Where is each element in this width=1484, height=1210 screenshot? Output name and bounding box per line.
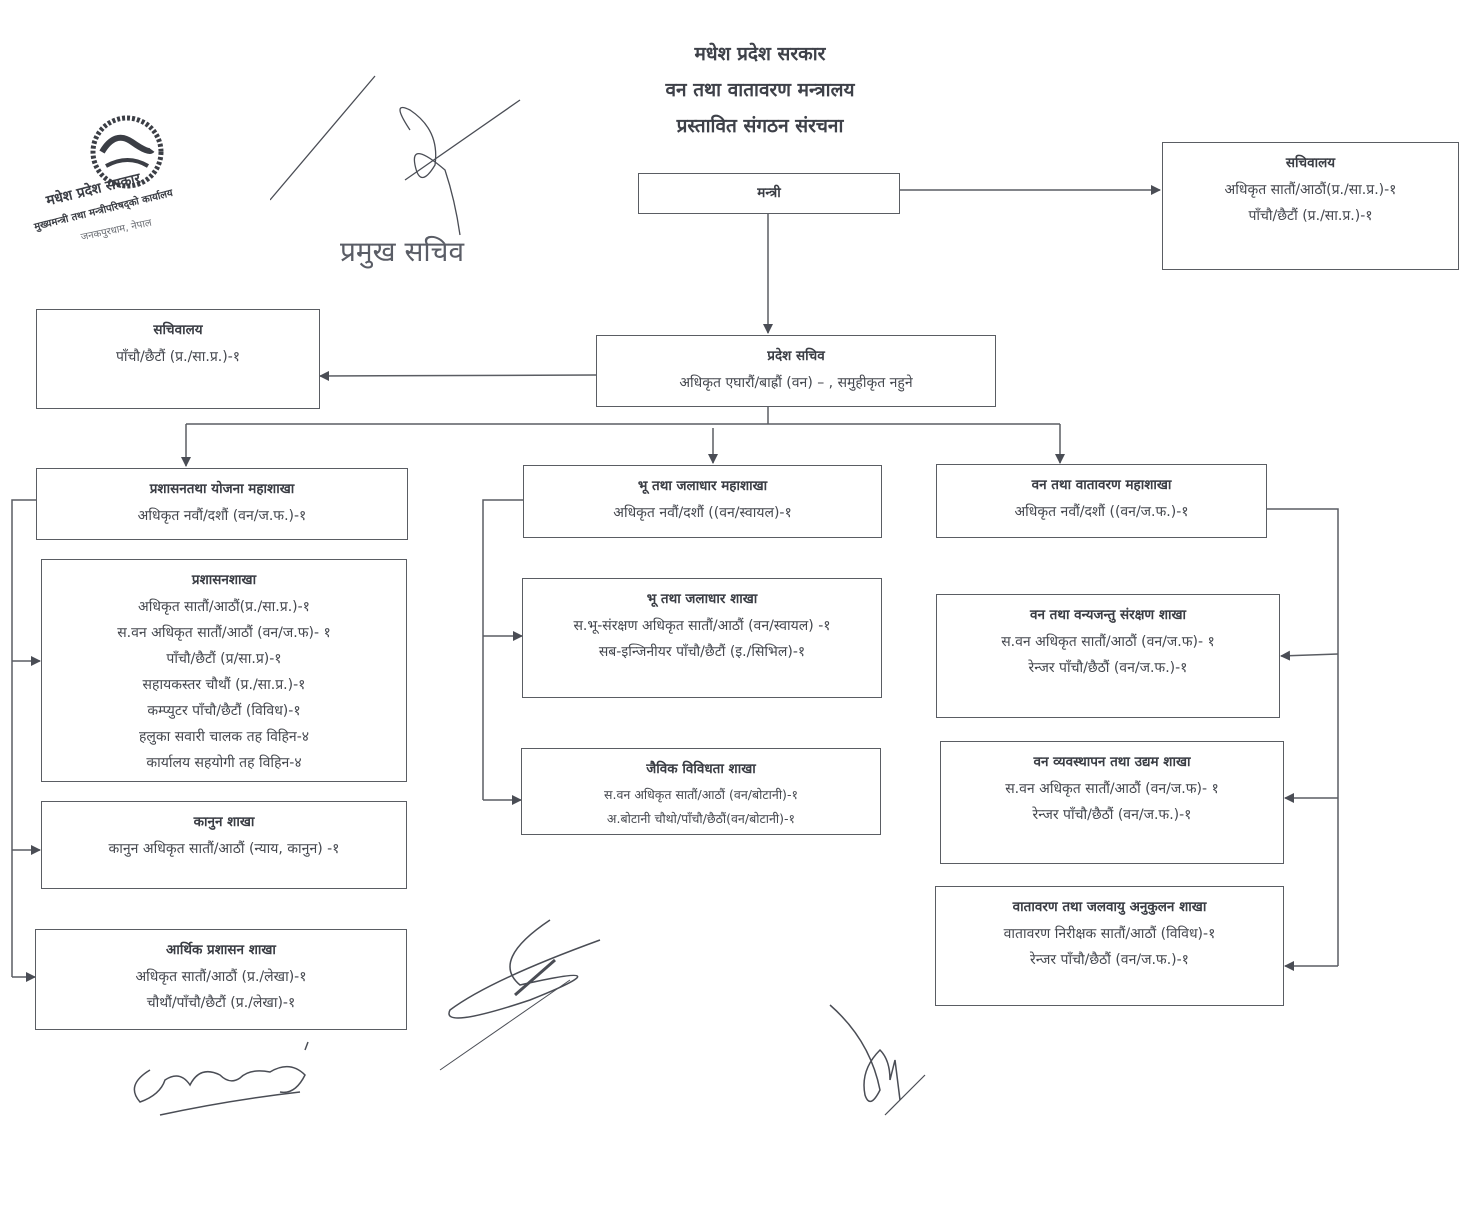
node-bio-section: जैविक विविधता शाखा स.वन अधिकृत सातौं/आठौ…	[521, 748, 881, 835]
node-title: वन व्यवस्थापन तथा उद्यम शाखा	[1033, 754, 1191, 770]
node-secretary: प्रदेश सचिव अधिकृत एघारौं/बाह्रौं (वन) –…	[596, 335, 996, 407]
signature-bottom-left	[133, 1041, 309, 1116]
node-admin-division: प्रशासनतथा योजना महाशाखा अधिकृत नवौं/दशौ…	[36, 468, 408, 540]
node-line: कानुन अधिकृत सातौं/आठौं (न्याय, कानुन) -…	[108, 841, 340, 857]
node-title: सचिवालय	[153, 322, 203, 338]
node-line: रेन्जर पाँचौ/छैठौं (वन/ज.फ.)-१	[1028, 660, 1188, 676]
node-minister: मन्त्री	[638, 173, 900, 214]
node-climate-section: वातावरण तथा जलवायु अनुकुलन शाखा वातावरण …	[935, 886, 1284, 1006]
node-land-division: भू तथा जलाधार महाशाखा अधिकृत नवौं/दशौं (…	[523, 465, 882, 538]
node-line: चौथौं/पाँचौ/छैटौं (प्र./लेखा)-१	[146, 995, 296, 1011]
ministry-name: वन तथा वातावरण मन्त्रालय	[665, 79, 855, 101]
node-land-section: भू तथा जलाधार शाखा स.भू-संरक्षण अधिकृत स…	[522, 578, 882, 698]
node-line: अधिकृत सातौं/आठौं (प्र./लेखा)-१	[135, 969, 307, 985]
signature-chief-secretary	[270, 75, 521, 236]
node-title: वातावरण तथा जलवायु अनुकुलन शाखा	[1012, 899, 1207, 915]
document-title: प्रस्तावित संगठन संरचना	[676, 115, 844, 137]
connector-wildlife-section	[1280, 650, 1339, 661]
node-line: स.वन अधिकृत सातौं/आठौं (वन/बोटानी)-१	[604, 787, 798, 802]
node-line: अधिकृत नवौं/दशौं (वन/ज.फ.)-१	[137, 508, 307, 524]
node-title: प्रशासनतथा योजना महाशाखा	[149, 481, 295, 497]
node-line: कार्यालय सहयोगी तह विहिन-४	[146, 755, 302, 771]
node-line: स.वन अधिकृत सातौं/आठौं (वन/ज.फ)- १	[1001, 634, 1215, 650]
org-name: मधेश प्रदेश सरकार	[694, 43, 826, 65]
node-line: सहायकस्तर चौथौं (प्र./सा.प्र.)-१	[142, 677, 306, 693]
node-line: वातावरण निरीक्षक सातौं/आठौं (विविध)-१	[1003, 926, 1216, 942]
signature-label: प्रमुख सचिव	[340, 235, 465, 268]
node-finance-section: आर्थिक प्रशासन शाखा अधिकृत सातौं/आठौं (प…	[35, 929, 407, 1030]
node-line: स.वन अधिकृत सातौं/आठौं (वन/ज.फ)- १	[117, 625, 331, 641]
node-title: भू तथा जलाधार महाशाखा	[637, 478, 768, 494]
node-title: वन तथा वन्यजन्तु संरक्षण शाखा	[1029, 607, 1187, 623]
node-line: हलुका सवारी चालक तह विहिन-४	[138, 729, 310, 745]
node-line: अधिकृत नवौं/दशौं ((वन/ज.फ.)-१	[1014, 504, 1189, 520]
node-title: आर्थिक प्रशासन शाखा	[166, 942, 276, 958]
node-minister-secretariat: सचिवालय अधिकृत सातौं/आठौं(प्र./सा.प्र.)-…	[1162, 142, 1459, 270]
node-line: स.वन अधिकृत सातौं/आठौं (वन/ज.फ)- १	[1005, 781, 1219, 797]
node-line: अधिकृत सातौं/आठौं(प्र./सा.प्र.)-१	[1224, 182, 1397, 198]
node-line: स.भू-संरक्षण अधिकृत सातौं/आठौं (वन/स्वाय…	[573, 618, 831, 634]
node-line: अधिकृत सातौं/आठौं(प्र./सा.प्र.)-१	[138, 599, 310, 615]
official-stamp: मधेश प्रदेश सरकार मुख्यमन्त्री तथा मन्त्…	[33, 110, 220, 250]
node-title: मन्त्री	[757, 185, 781, 201]
node-law-section: कानुन शाखा कानुन अधिकृत सातौं/आठौं (न्या…	[41, 801, 407, 889]
node-title: प्रशासनशाखा	[191, 572, 257, 588]
emblem-icon	[90, 115, 164, 189]
node-line: अधिकृत एघारौं/बाह्रौं (वन) – , समुहीकृत …	[679, 375, 913, 391]
node-title: प्रदेश सचिव	[767, 348, 825, 364]
node-line: रेन्जर पाँचौ/छैठौं (वन/ज.फ.)-१	[1032, 807, 1192, 823]
node-wildlife-section: वन तथा वन्यजन्तु संरक्षण शाखा स.वन अधिकृ…	[936, 594, 1280, 718]
node-title: कानुन शाखा	[193, 814, 255, 830]
node-line: अधिकृत नवौं/दशौं ((वन/स्वायल)-१	[613, 505, 792, 521]
connector-secretary-secretariat	[319, 370, 597, 381]
node-line: पाँचौ/छैटौं (प्र./सा.प्र.)-१	[115, 349, 241, 365]
node-line: पाँचौ/छैटौं (प्र./सा.प्र.)-१	[1248, 208, 1373, 224]
node-title: भू तथा जलाधार शाखा	[646, 591, 758, 607]
node-line: अ.बोटानी चौथो/पाँचौ/छैठौं(वन/बोटानी)-१	[606, 811, 796, 826]
node-line: सब-इन्जिनीयर पाँचौ/छैटौं (इ./सिभिल)-१	[598, 644, 806, 660]
node-title: वन तथा वातावरण महाशाखा	[1031, 477, 1172, 493]
signature-middle	[439, 919, 601, 1071]
node-line: पाँचौ/छैटौं (प्र/सा.प्र)-१	[166, 651, 282, 667]
signature-bottom-right	[829, 1004, 926, 1116]
node-line: कम्प्युटर पाँचौ/छैटौं (विविध)-१	[147, 703, 301, 719]
node-admin-section: प्रशासनशाखा अधिकृत सातौं/आठौं(प्र./सा.प्…	[41, 559, 407, 782]
node-title: जैविक विविधता शाखा	[646, 761, 756, 777]
node-forest-mgmt-section: वन व्यवस्थापन तथा उद्यम शाखा स.वन अधिकृत…	[940, 741, 1284, 864]
node-forest-division: वन तथा वातावरण महाशाखा अधिकृत नवौं/दशौं …	[936, 464, 1267, 538]
node-secretary-secretariat: सचिवालय पाँचौ/छैटौं (प्र./सा.प्र.)-१	[36, 309, 320, 409]
node-title: सचिवालय	[1285, 155, 1336, 171]
node-line: रेन्जर पाँचौ/छैठौं (वन/ज.फ.)-१	[1030, 952, 1189, 968]
